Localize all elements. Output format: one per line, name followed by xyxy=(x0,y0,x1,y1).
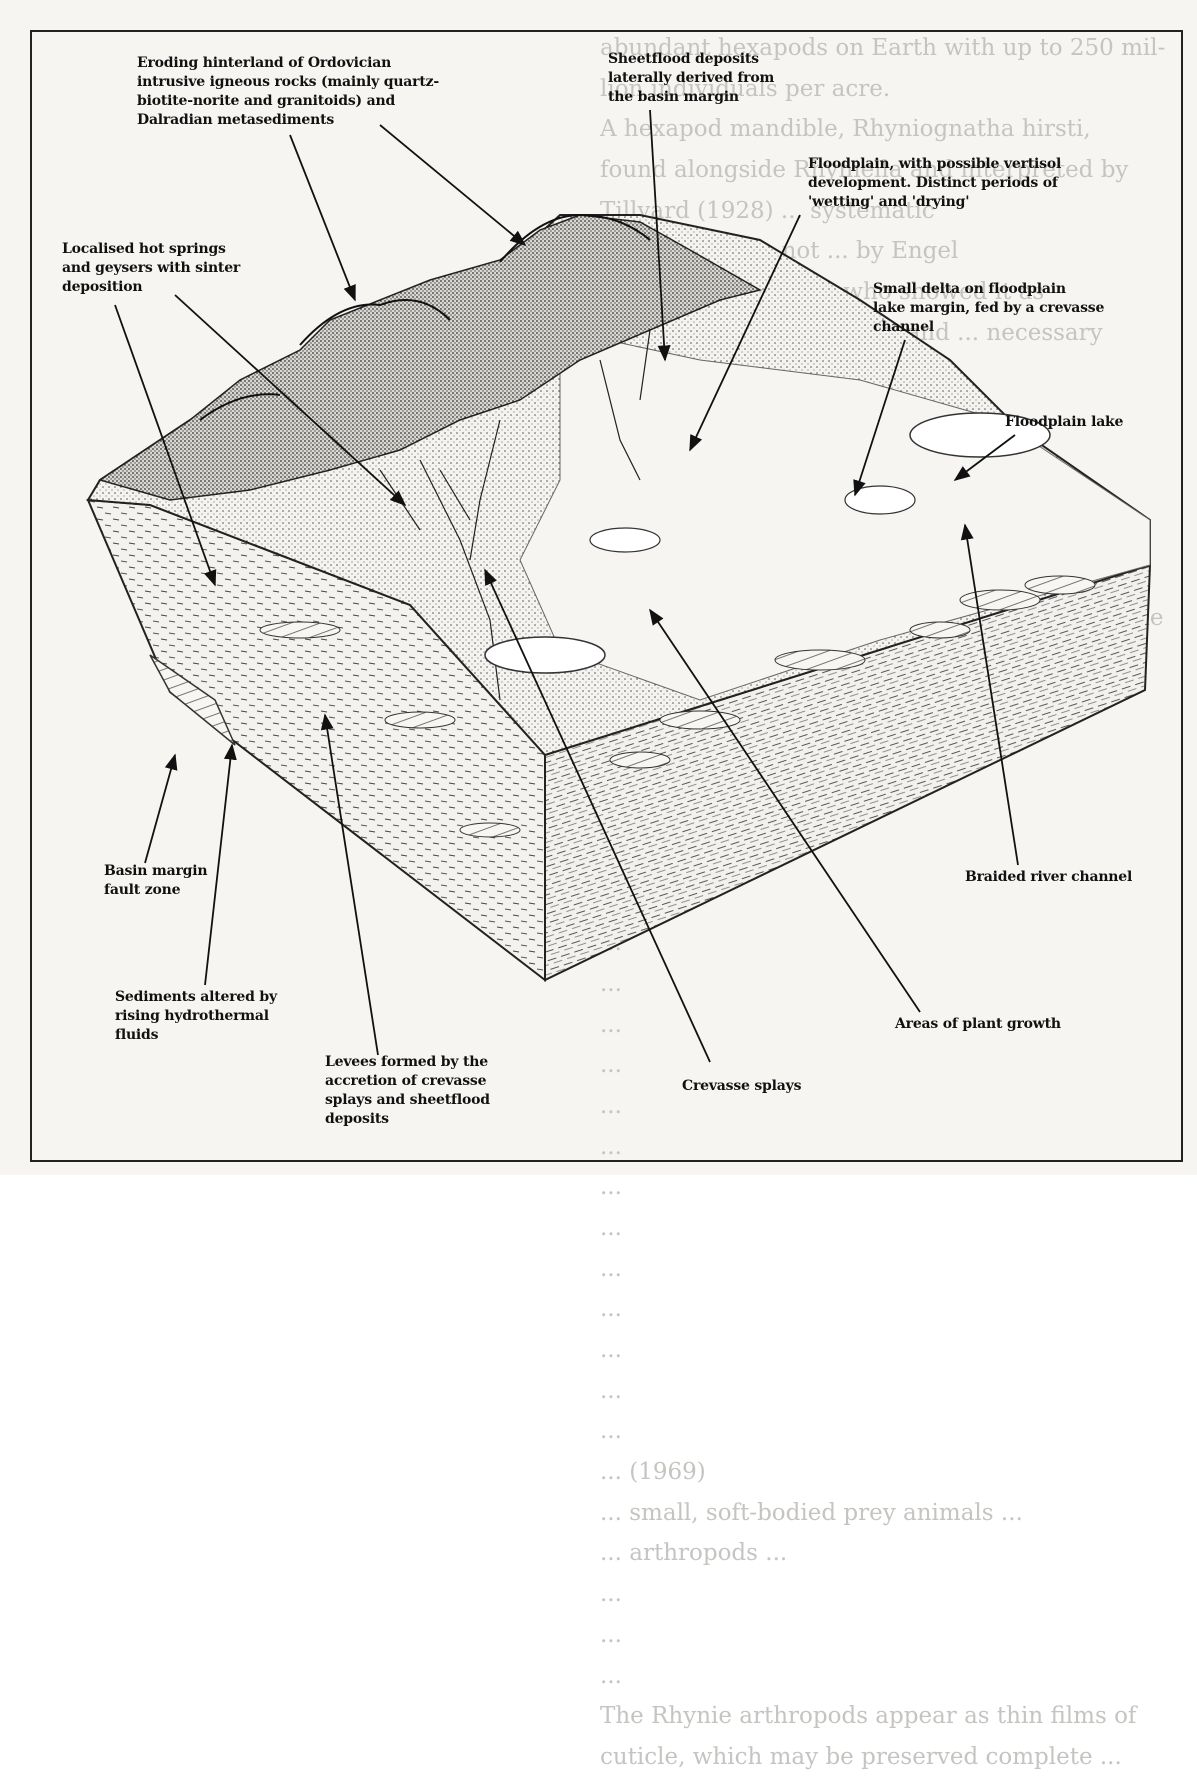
bleed-line: ... xyxy=(600,1656,1185,1697)
bleed-line: ... xyxy=(600,1330,1185,1371)
label-levees: Levees formed by the accretion of crevas… xyxy=(325,1053,490,1129)
label-sediments-altered: Sediments altered by rising hydrothermal… xyxy=(115,988,277,1045)
label-hinterland: Eroding hinterland of Ordovician intrusi… xyxy=(137,54,439,130)
bleed-line: ... xyxy=(600,1615,1185,1656)
bleed-line: cuticle, which may be preserved complete… xyxy=(600,1737,1185,1778)
label-sheetflood: Sheetflood deposits laterally derived fr… xyxy=(608,50,774,107)
bleed-line: The Rhynie arthropods appear as thin fil… xyxy=(600,1696,1185,1737)
bleed-line: ... xyxy=(600,1411,1185,1452)
label-hot-springs: Localised hot springs and geysers with s… xyxy=(62,240,240,297)
label-floodplain-lake: Floodplain lake xyxy=(1005,413,1123,432)
label-plant-growth: Areas of plant growth xyxy=(895,1015,1061,1034)
bleed-line: ... xyxy=(600,1574,1185,1615)
bleed-line: ... xyxy=(600,1208,1185,1249)
bleed-line: ... xyxy=(600,1371,1185,1412)
bleed-line: ... xyxy=(600,1249,1185,1290)
bleed-line: ... arthropods ... xyxy=(600,1533,1185,1574)
label-small-delta: Small delta on floodplain lake margin, f… xyxy=(873,280,1104,337)
page: abundant hexapods on Earth with up to 25… xyxy=(0,0,1197,1175)
bleed-line: ... small, soft-bodied prey animals ... xyxy=(600,1493,1185,1534)
bleed-line: ... (1969) xyxy=(600,1452,1185,1493)
bleed-line: ... xyxy=(600,1289,1185,1330)
label-crevasse-splays: Crevasse splays xyxy=(682,1077,801,1096)
label-floodplain: Floodplain, with possible vertisol devel… xyxy=(808,155,1061,212)
label-braided-river: Braided river channel xyxy=(965,868,1132,887)
label-basin-margin: Basin margin fault zone xyxy=(104,862,207,900)
